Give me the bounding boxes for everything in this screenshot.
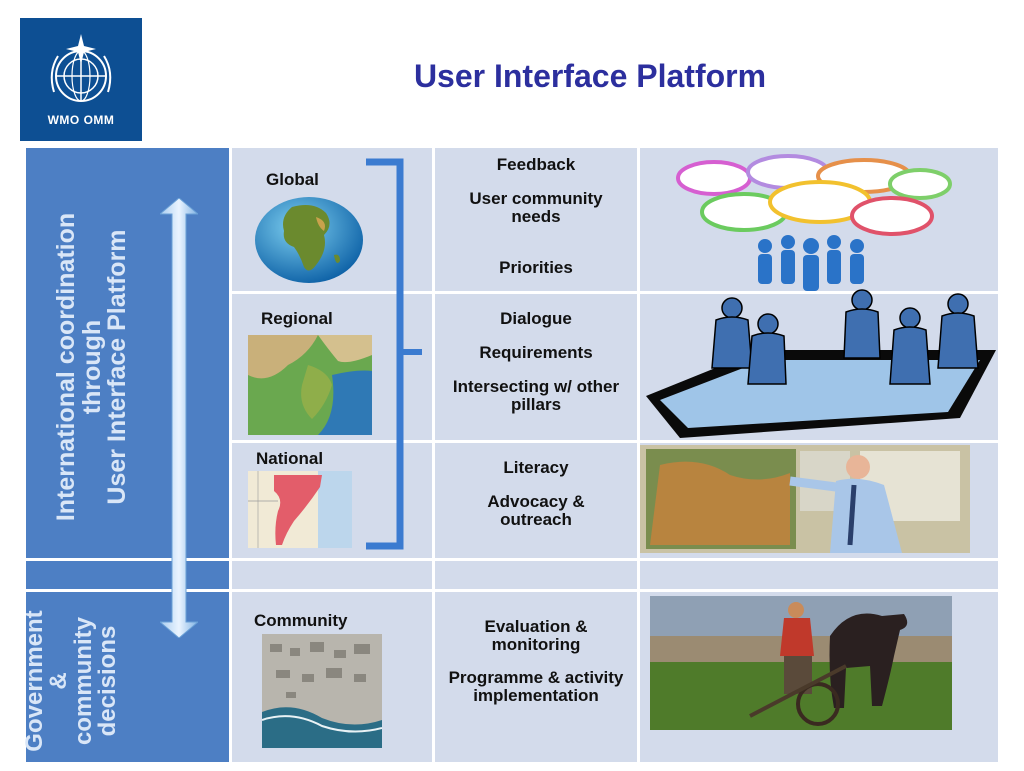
farmer-horse-photo-icon	[650, 596, 952, 730]
national-map-icon	[248, 471, 352, 548]
cell-global-activities	[435, 148, 637, 291]
teacher-map-photo-icon	[640, 445, 970, 553]
activity-requirements: Requirements	[479, 343, 593, 362]
activity-evaluation: Evaluation & monitoring	[484, 617, 588, 654]
cell-regional-activities	[435, 294, 637, 440]
activity-dialogue: Dialogue	[500, 309, 572, 328]
bracket-icon	[366, 158, 422, 550]
international-band	[26, 148, 229, 558]
cell-empty-image	[640, 561, 998, 589]
cell-empty-activities	[435, 561, 637, 589]
activity-user-needs: User community needs	[469, 189, 603, 226]
level-label-global: Global	[266, 170, 319, 189]
activity-intersecting: Intersecting w/ other pillars	[452, 377, 620, 414]
ui-platform-diagram: International coordination through User …	[21, 148, 998, 762]
wmo-emblem-icon	[50, 34, 112, 102]
globe-icon	[255, 197, 363, 283]
double-arrow-icon	[160, 198, 198, 638]
level-label-community: Community	[254, 611, 348, 630]
international-label: International coordination through User …	[52, 212, 131, 522]
aerial-town-icon	[262, 634, 382, 748]
cell-community-activities	[435, 592, 637, 762]
meeting-table-icon	[646, 289, 996, 438]
speech-bubbles-icon	[676, 154, 952, 291]
cell-empty-level	[232, 561, 432, 589]
logo-text: WMO OMM	[47, 113, 115, 127]
activity-programme: Programme & activity implementation	[448, 668, 624, 705]
activity-literacy: Literacy	[503, 458, 569, 477]
cell-national-activities	[435, 443, 637, 558]
separator-band	[26, 561, 229, 589]
government-band	[26, 592, 229, 762]
activity-feedback: Feedback	[496, 155, 576, 174]
activity-advocacy: Advocacy & outreach	[487, 492, 585, 529]
regional-map-icon	[248, 335, 372, 435]
level-label-national: National	[256, 449, 324, 468]
wmo-logo: WMO OMM	[20, 18, 142, 141]
level-label-regional: Regional	[261, 309, 333, 328]
government-label: Government & community decisions	[21, 610, 122, 752]
activity-priorities: Priorities	[499, 258, 573, 277]
page-title: User Interface Platform	[413, 58, 767, 94]
